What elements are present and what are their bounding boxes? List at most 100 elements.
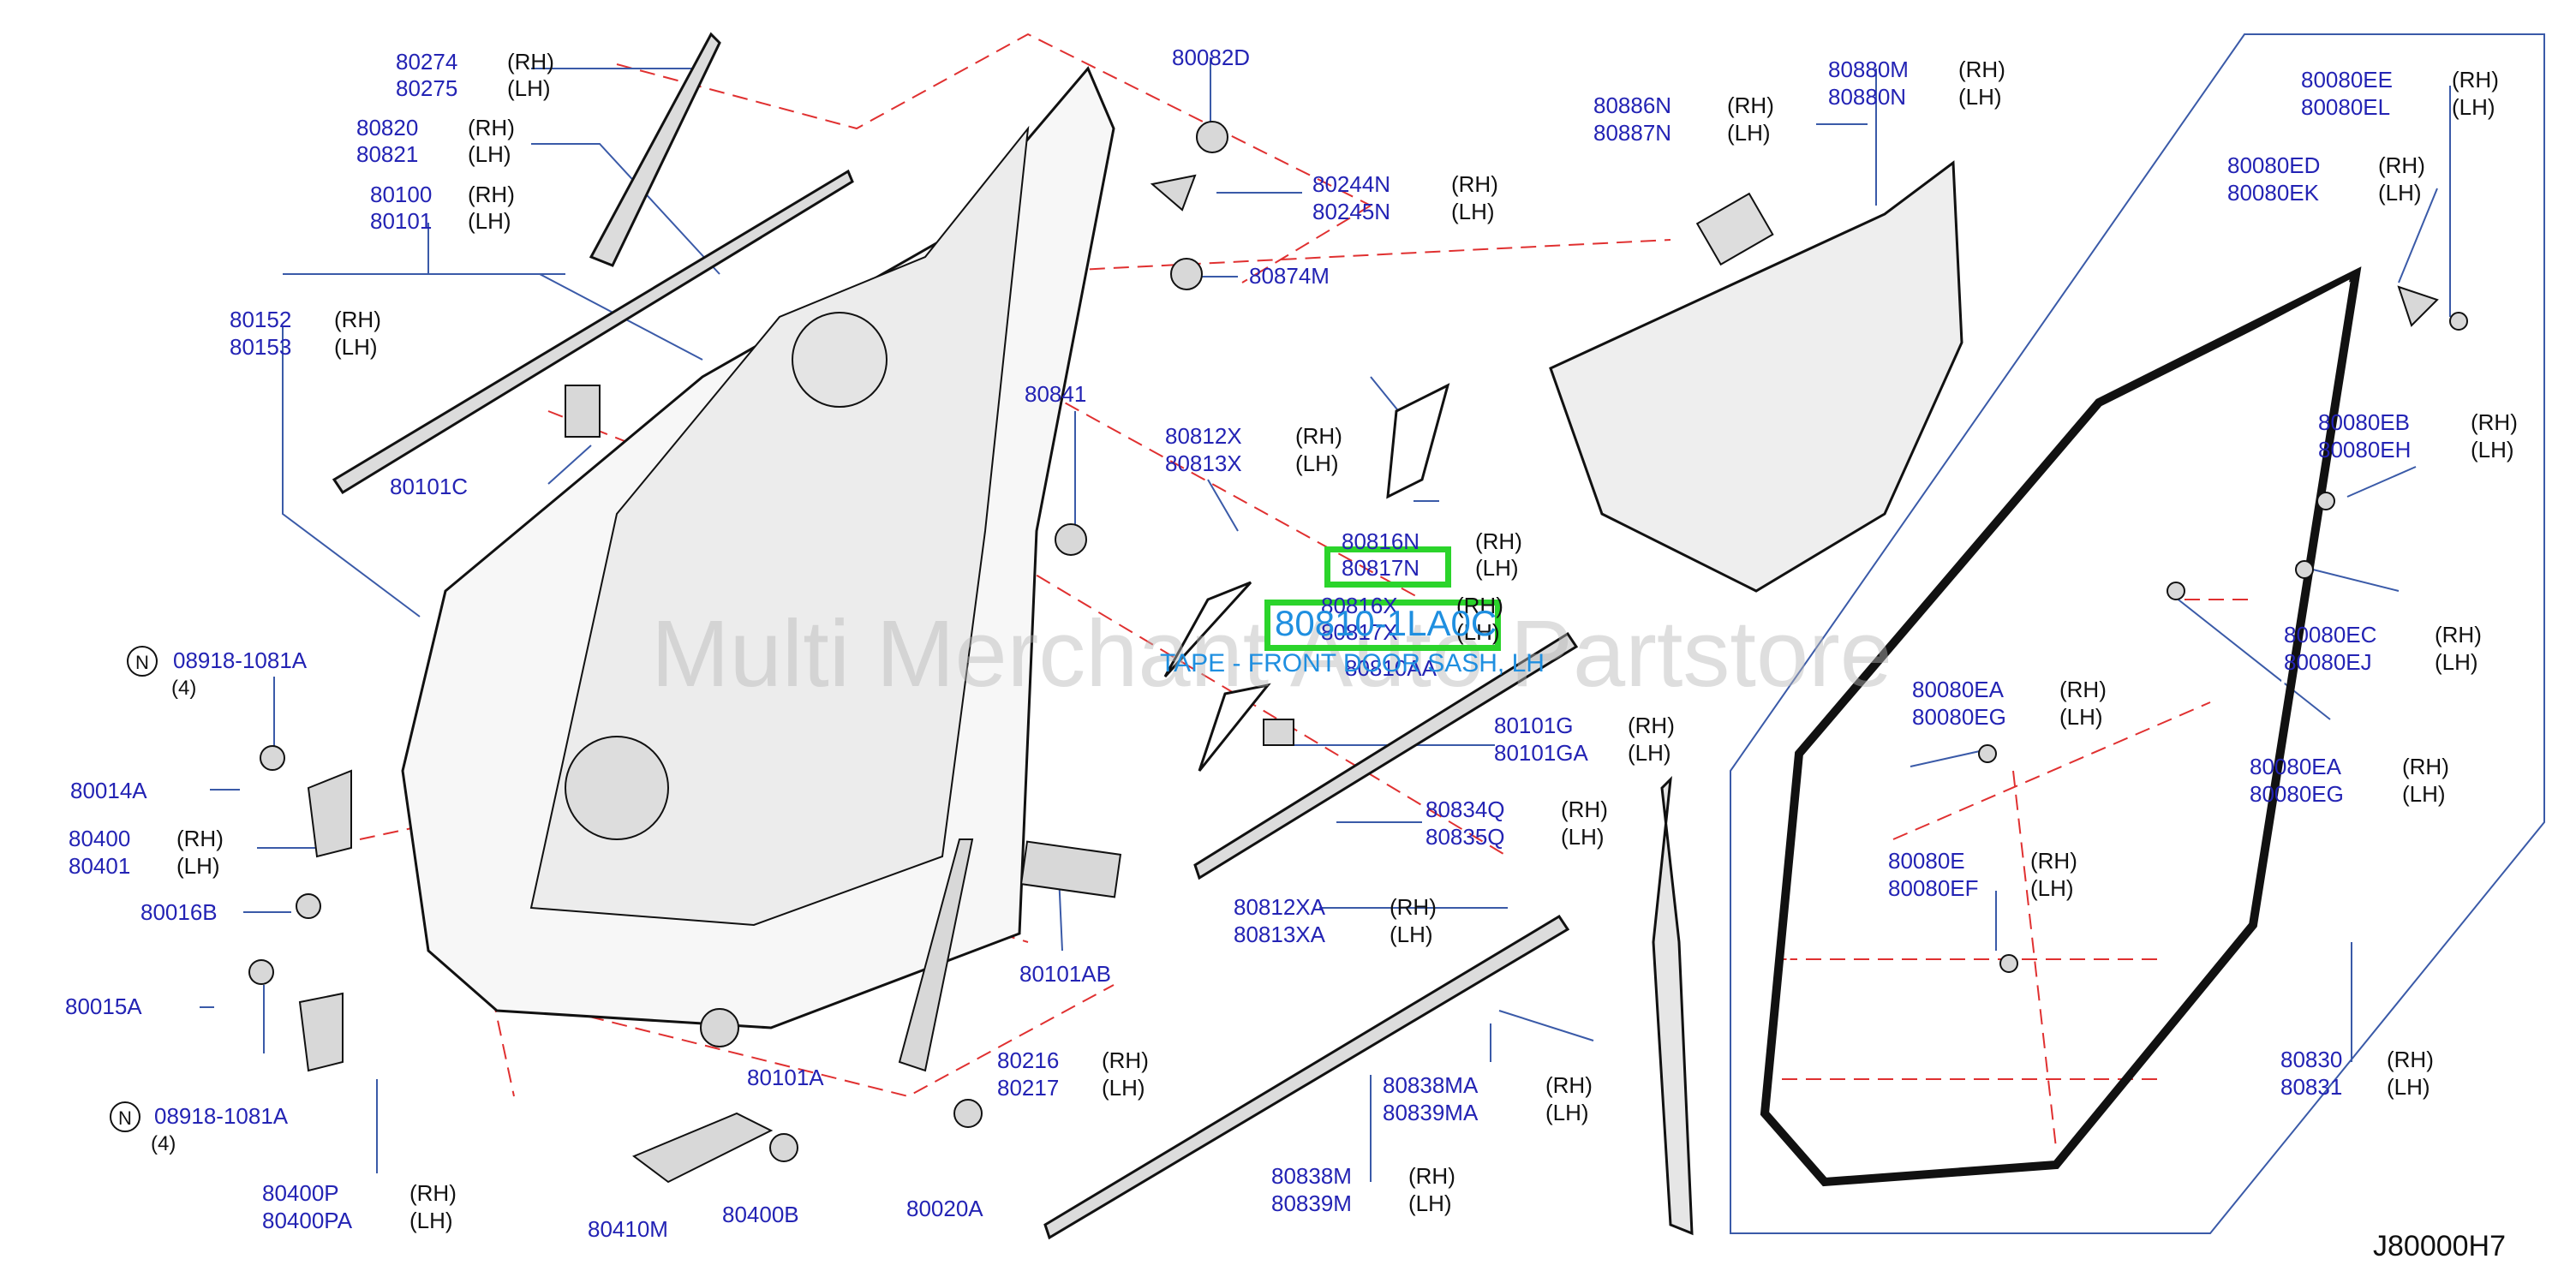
label-80101G[interactable]: 80101G bbox=[1494, 713, 1574, 738]
label-80401[interactable]: 80401 bbox=[69, 853, 131, 879]
label-80810AA[interactable]: 80810AA bbox=[1345, 655, 1437, 681]
side-80830: (RH) bbox=[2387, 1047, 2434, 1072]
label-80812XA[interactable]: 80812XA bbox=[1234, 894, 1325, 920]
label-08918-1081A-top[interactable]: 08918-1081A bbox=[173, 647, 308, 673]
label-80080EL[interactable]: 80080EL bbox=[2301, 94, 2391, 120]
label-80834Q[interactable]: 80834Q bbox=[1425, 797, 1505, 822]
label-80820[interactable]: 80820 bbox=[356, 115, 419, 140]
side-80080EH: (LH) bbox=[2471, 437, 2514, 462]
label-80216[interactable]: 80216 bbox=[997, 1047, 1060, 1073]
side-80831: (LH) bbox=[2387, 1074, 2430, 1100]
label-80275[interactable]: 80275 bbox=[396, 75, 458, 101]
label-80880N[interactable]: 80880N bbox=[1828, 84, 1907, 110]
label-80082D[interactable]: 80082D bbox=[1172, 45, 1251, 70]
side-80812X: (RH) bbox=[1295, 423, 1342, 449]
label-80813XA[interactable]: 80813XA bbox=[1234, 922, 1325, 947]
side-80400PA: (LH) bbox=[409, 1208, 453, 1233]
side-80080EC: (RH) bbox=[2435, 622, 2482, 647]
highlight-box-part-number bbox=[1264, 600, 1501, 651]
side-80834Q: (RH) bbox=[1561, 797, 1608, 822]
side-80080EJ: (LH) bbox=[2435, 649, 2478, 675]
label-80080EE[interactable]: 80080EE bbox=[2301, 67, 2393, 92]
side-80400P: (RH) bbox=[409, 1180, 457, 1206]
label-80152[interactable]: 80152 bbox=[230, 307, 292, 332]
side-80274: (RH) bbox=[507, 49, 554, 75]
label-80080EF[interactable]: 80080EF bbox=[1888, 875, 1979, 901]
label-80821[interactable]: 80821 bbox=[356, 141, 419, 167]
side-80153: (LH) bbox=[334, 334, 378, 360]
label-80400B[interactable]: 80400B bbox=[722, 1202, 799, 1227]
label-80839MA[interactable]: 80839MA bbox=[1383, 1100, 1479, 1125]
side-80816X: (RH) bbox=[1456, 593, 1503, 618]
label-80817X[interactable]: 80817X bbox=[1321, 619, 1398, 645]
label-80410M[interactable]: 80410M bbox=[588, 1216, 668, 1242]
label-80080EG-outer[interactable]: 80080EG bbox=[2250, 781, 2344, 807]
side-80080EG-inner: (LH) bbox=[2059, 704, 2103, 730]
pillar-seal bbox=[1652, 775, 1694, 1236]
label-80886N[interactable]: 80886N bbox=[1593, 92, 1672, 118]
highlight-box-80817N bbox=[1324, 546, 1451, 588]
side-80101GA: (LH) bbox=[1628, 740, 1671, 766]
label-80245N[interactable]: 80245N bbox=[1312, 199, 1391, 224]
side-80820: (RH) bbox=[468, 115, 515, 140]
label-80020A[interactable]: 80020A bbox=[906, 1196, 983, 1221]
label-80080EG-inner[interactable]: 80080EG bbox=[1912, 704, 2006, 730]
label-08918-1081A-bottom[interactable]: 08918-1081A bbox=[154, 1103, 289, 1129]
n-marker-icon: N bbox=[127, 646, 158, 677]
label-80101[interactable]: 80101 bbox=[370, 208, 433, 234]
label-80080EK[interactable]: 80080EK bbox=[2227, 180, 2319, 206]
label-80400[interactable]: 80400 bbox=[69, 826, 131, 851]
label-80816X[interactable]: 80816X bbox=[1321, 593, 1398, 618]
label-80101AB[interactable]: 80101AB bbox=[1019, 961, 1111, 987]
label-80080EC[interactable]: 80080EC bbox=[2284, 622, 2377, 647]
door-trim-panel bbox=[1549, 160, 1963, 593]
side-80838M: (RH) bbox=[1408, 1163, 1455, 1189]
label-80880M[interactable]: 80880M bbox=[1828, 57, 1909, 82]
label-80080EH[interactable]: 80080EH bbox=[2318, 437, 2412, 462]
label-80101C[interactable]: 80101C bbox=[390, 474, 469, 499]
label-80080EA-outer[interactable]: 80080EA bbox=[2250, 754, 2341, 779]
label-80101A[interactable]: 80101A bbox=[747, 1065, 824, 1090]
label-80244N[interactable]: 80244N bbox=[1312, 171, 1391, 197]
label-80217[interactable]: 80217 bbox=[997, 1075, 1060, 1101]
label-80101GA[interactable]: 80101GA bbox=[1494, 740, 1588, 766]
label-80830[interactable]: 80830 bbox=[2280, 1047, 2343, 1072]
label-80400PA[interactable]: 80400PA bbox=[262, 1208, 353, 1233]
label-80153[interactable]: 80153 bbox=[230, 334, 292, 360]
label-80812X[interactable]: 80812X bbox=[1165, 423, 1242, 449]
label-80816N[interactable]: 80816N bbox=[1342, 528, 1420, 554]
label-80100[interactable]: 80100 bbox=[370, 182, 433, 207]
side-80217: (LH) bbox=[1102, 1075, 1145, 1101]
label-80015A[interactable]: 80015A bbox=[65, 994, 142, 1019]
highlighted-part-number[interactable]: 80810-1LA0C bbox=[1275, 603, 1497, 643]
label-80080E[interactable]: 80080E bbox=[1888, 848, 1965, 874]
label-80400P[interactable]: 80400P bbox=[262, 1180, 339, 1206]
label-80817N[interactable]: 80817N bbox=[1342, 555, 1420, 581]
label-80274[interactable]: 80274 bbox=[396, 49, 458, 75]
armrest-switch bbox=[1695, 192, 1774, 266]
door-weatherstrip bbox=[1760, 266, 2362, 1187]
label-80838M[interactable]: 80838M bbox=[1271, 1163, 1352, 1189]
side-80821: (LH) bbox=[468, 141, 511, 167]
label-80080EB[interactable]: 80080EB bbox=[2318, 409, 2410, 435]
label-80080EA-inner[interactable]: 80080EA bbox=[1912, 677, 2004, 702]
label-80838MA[interactable]: 80838MA bbox=[1383, 1072, 1479, 1098]
side-80100: (RH) bbox=[468, 182, 515, 207]
side-80080EB: (RH) bbox=[2471, 409, 2518, 435]
side-80816N: (RH) bbox=[1475, 528, 1522, 554]
label-80016B[interactable]: 80016B bbox=[140, 899, 218, 925]
side-80080EG-outer: (LH) bbox=[2402, 781, 2446, 807]
label-80080ED[interactable]: 80080ED bbox=[2227, 152, 2321, 178]
label-80813X[interactable]: 80813X bbox=[1165, 451, 1242, 476]
side-80080E: (RH) bbox=[2030, 848, 2077, 874]
label-80887N[interactable]: 80887N bbox=[1593, 120, 1672, 146]
label-80831[interactable]: 80831 bbox=[2280, 1074, 2343, 1100]
weatherstrip-frame bbox=[1730, 33, 2545, 1234]
label-80014A[interactable]: 80014A bbox=[70, 778, 147, 803]
side-80080EL: (LH) bbox=[2452, 94, 2495, 120]
label-80841[interactable]: 80841 bbox=[1025, 381, 1087, 407]
label-80835Q[interactable]: 80835Q bbox=[1425, 824, 1505, 850]
label-80839M[interactable]: 80839M bbox=[1271, 1190, 1352, 1216]
label-80874M[interactable]: 80874M bbox=[1249, 263, 1330, 289]
label-80080EJ[interactable]: 80080EJ bbox=[2284, 649, 2372, 675]
